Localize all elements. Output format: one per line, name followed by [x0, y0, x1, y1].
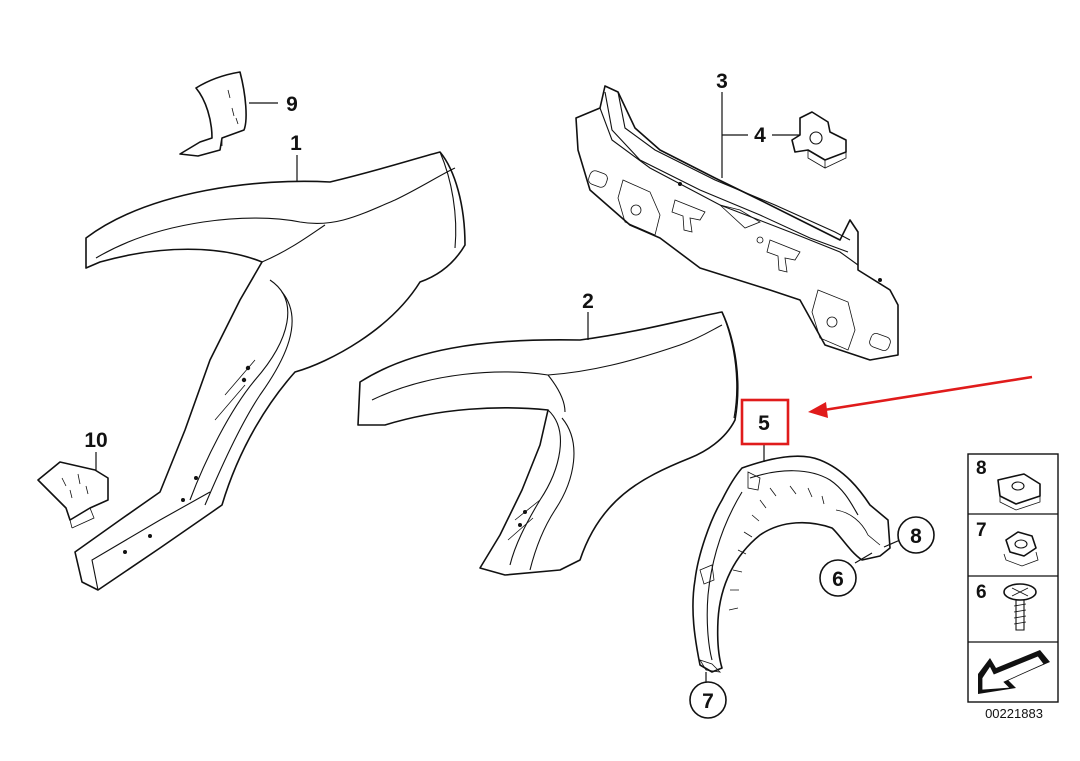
- screw-icon: [1003, 583, 1037, 631]
- callout-1: 1: [290, 132, 302, 155]
- legend-label-8: 8: [976, 458, 987, 479]
- callout-6: 6: [832, 568, 844, 591]
- callout-8: 8: [910, 525, 922, 548]
- direction-symbol-icon: [978, 650, 1050, 694]
- callout-5: 5: [758, 412, 770, 435]
- clip-nut-icon: [997, 473, 1041, 511]
- rear-panel: [575, 85, 899, 361]
- bracket-10: [37, 461, 109, 529]
- legend-label-7: 7: [976, 520, 987, 541]
- callout-10: 10: [84, 429, 107, 452]
- red-arrow: [808, 375, 1033, 418]
- wheel-arch-liner: [692, 455, 891, 673]
- catalog-number: 00221883: [985, 706, 1043, 721]
- clip-nut: [791, 111, 847, 169]
- side-panel-right: [357, 311, 739, 576]
- callout-3: 3: [716, 70, 728, 93]
- callout-4: 4: [754, 124, 766, 147]
- side-panel-left: [74, 151, 466, 591]
- bracket-9: [179, 71, 247, 157]
- legend-label-6: 6: [976, 582, 987, 603]
- callout-9: 9: [286, 93, 298, 116]
- callout-7: 7: [702, 690, 714, 713]
- hex-nut-icon: [1003, 531, 1039, 567]
- callout-8-circle: [897, 516, 935, 554]
- callout-7-circle: [689, 681, 727, 719]
- callout-6-circle: [819, 559, 857, 597]
- highlight-box: [740, 398, 790, 446]
- callout-2: 2: [582, 290, 594, 313]
- fastener-legend: 8 7 6: [967, 453, 1059, 703]
- leader-lines: [95, 92, 901, 682]
